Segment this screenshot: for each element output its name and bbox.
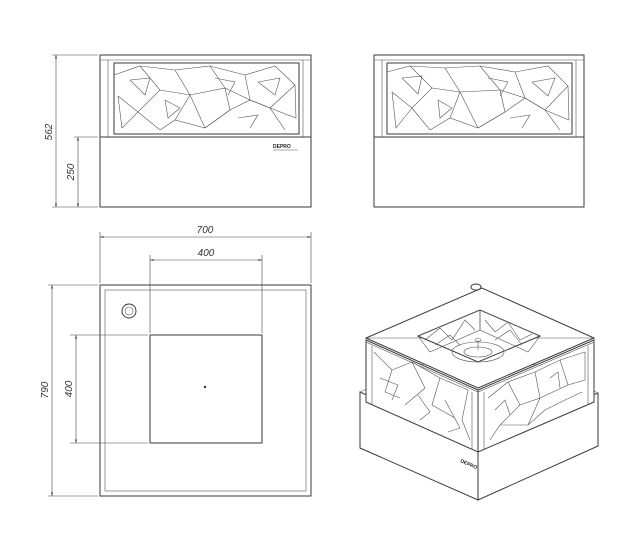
- front-decor-pattern: [113, 65, 297, 131]
- front-decor-panel: [113, 62, 300, 135]
- dim-inner-width: 400: [198, 248, 215, 259]
- side-decor-panel: [386, 62, 573, 135]
- dim-total-height: 562: [44, 123, 55, 140]
- dim-base-height: 250: [66, 163, 77, 181]
- iso-decor-pattern-right: [487, 351, 586, 441]
- ignition-knob-inner: [124, 306, 134, 316]
- front-base: [99, 136, 312, 208]
- iso-inner-pattern: [424, 319, 533, 346]
- isometric-view: DEPRO: [359, 283, 599, 501]
- ignition-knob-outer: [121, 303, 137, 319]
- side-glass-frame: [373, 54, 585, 138]
- side-elevation-view: [373, 54, 585, 208]
- iso-ignition-knob: [470, 283, 482, 291]
- dim-width: 700: [197, 225, 214, 236]
- plan-view: 700 400 790 400: [40, 225, 312, 497]
- dim-depth: 790: [40, 381, 51, 398]
- burner-center-mark: [203, 385, 207, 389]
- side-base: [373, 136, 585, 208]
- dim-inner-depth: 400: [64, 380, 75, 397]
- brand-logo: DEPRO: [273, 144, 291, 150]
- iso-decor-pattern-left: [373, 351, 471, 441]
- front-elevation-view: DEPRO 562 250: [44, 54, 312, 208]
- front-glass-frame: [99, 54, 312, 138]
- plan-inner-border: [104, 289, 307, 492]
- side-decor-pattern: [386, 65, 570, 131]
- plan-outer: [99, 284, 312, 497]
- iso-decor-right: [477, 339, 595, 453]
- plan-burner-area: [149, 334, 263, 444]
